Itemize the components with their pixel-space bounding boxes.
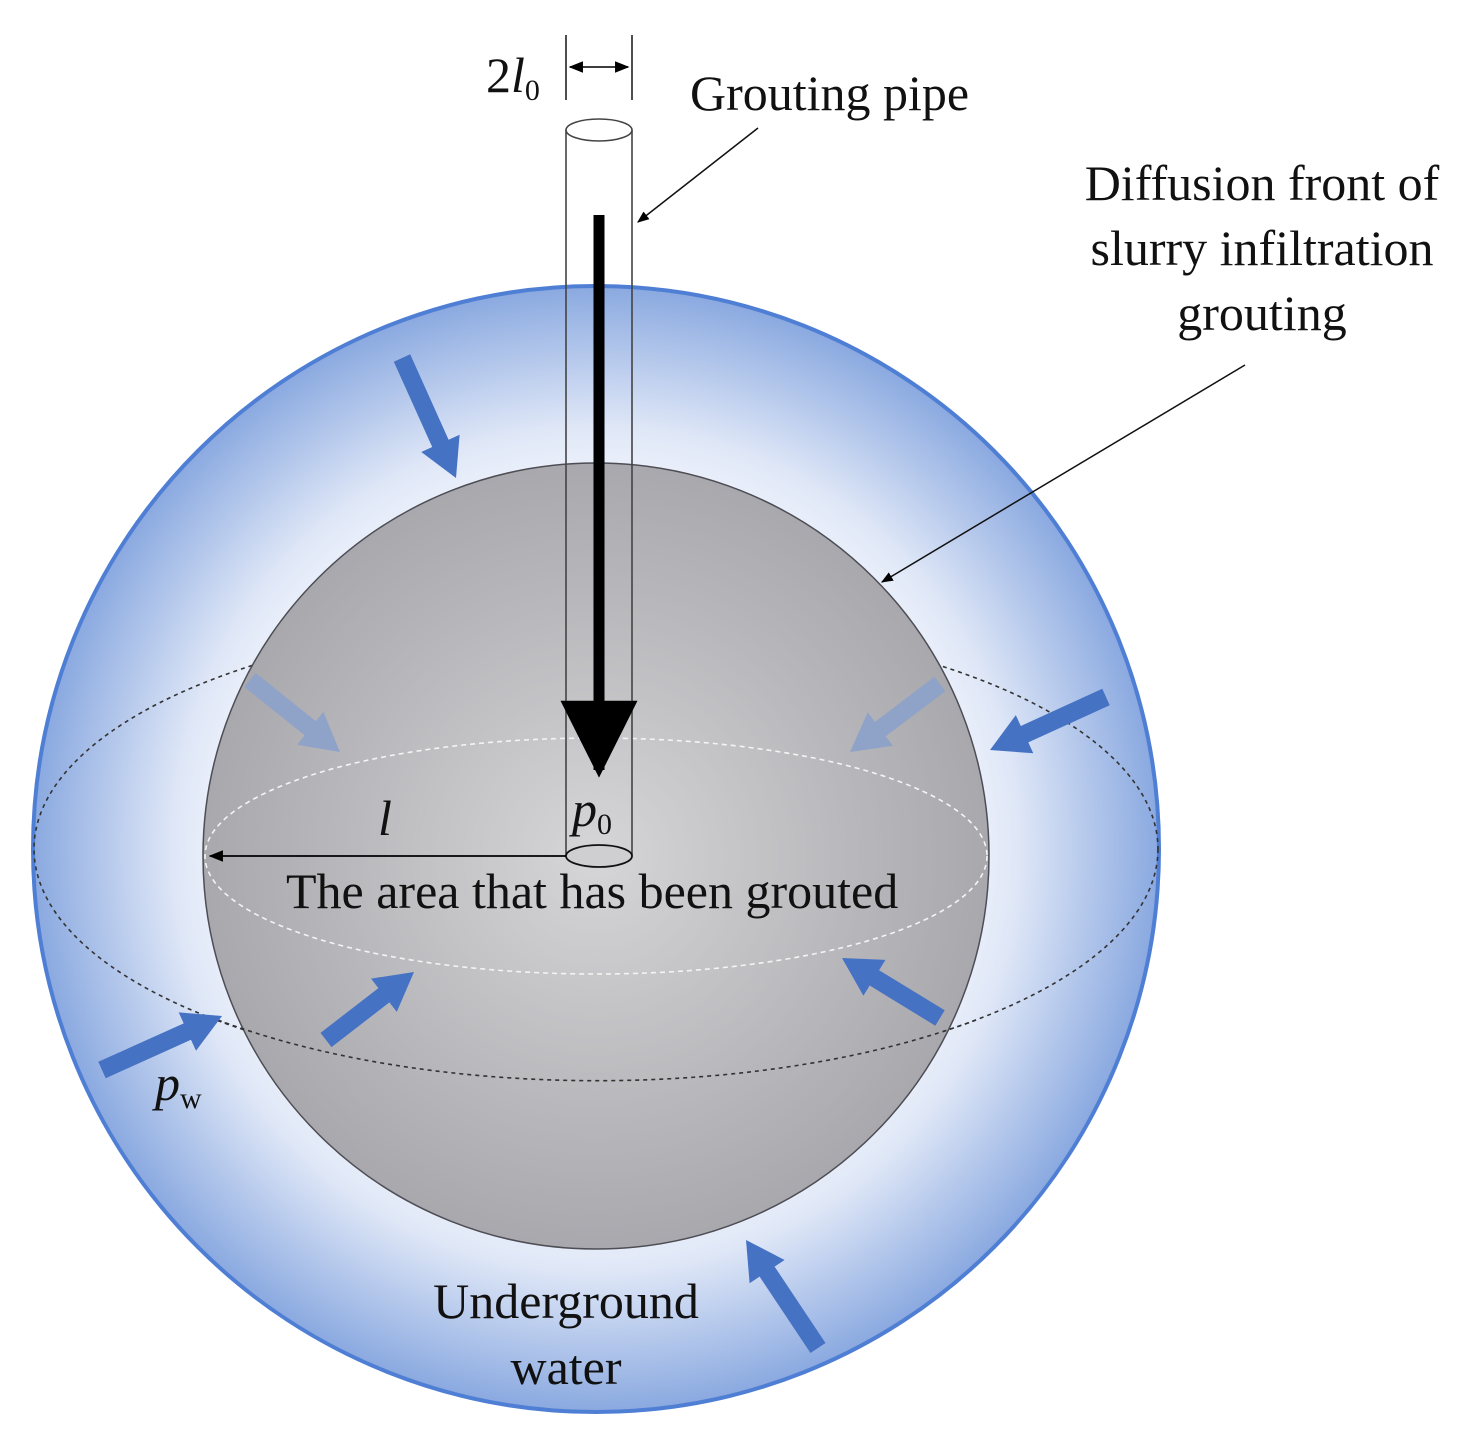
grouting-arrow-upper-right bbox=[850, 676, 946, 752]
pipe-width-dimension bbox=[565, 35, 633, 100]
grouting-arrow-lower-right bbox=[842, 958, 945, 1026]
groundwater-arrow-bottom bbox=[746, 1240, 826, 1353]
grouting-arrow-lower-left bbox=[320, 972, 414, 1048]
grouting-pipe-leader bbox=[637, 127, 759, 223]
pipe-top-opening bbox=[565, 118, 633, 142]
grouting-pipe bbox=[565, 118, 633, 868]
groundwater-arrow-left bbox=[98, 1012, 222, 1079]
grouting-pipe-label: Grouting pipe bbox=[690, 65, 969, 121]
groundwater-arrow-right bbox=[990, 688, 1110, 754]
pressure-arrows bbox=[98, 354, 1110, 1353]
diffusion-front-label-line2: slurry infiltration bbox=[1091, 220, 1434, 276]
inner-equator-ellipse bbox=[204, 737, 988, 975]
diffusion-front-leader bbox=[880, 364, 1246, 583]
diffusion-front-label-line1: Diffusion front of bbox=[1085, 155, 1440, 211]
groundwater-arrow-top bbox=[393, 354, 460, 478]
groundwater-label-line2: water bbox=[510, 1339, 621, 1395]
water-pressure-label: pw bbox=[152, 1055, 202, 1115]
groundwater-label-line1: Underground bbox=[433, 1273, 699, 1329]
pipe-width-label: 2l0 bbox=[486, 47, 540, 107]
pipe-pressure-label: p0 bbox=[569, 781, 612, 841]
radius-label: l bbox=[378, 790, 392, 846]
grouting-arrow-upper-left bbox=[244, 673, 340, 752]
diffusion-front-label-line3: grouting bbox=[1177, 285, 1346, 341]
outer-equator-front bbox=[217, 1019, 977, 1082]
grouted-area-label: The area that has been grouted bbox=[286, 863, 898, 919]
